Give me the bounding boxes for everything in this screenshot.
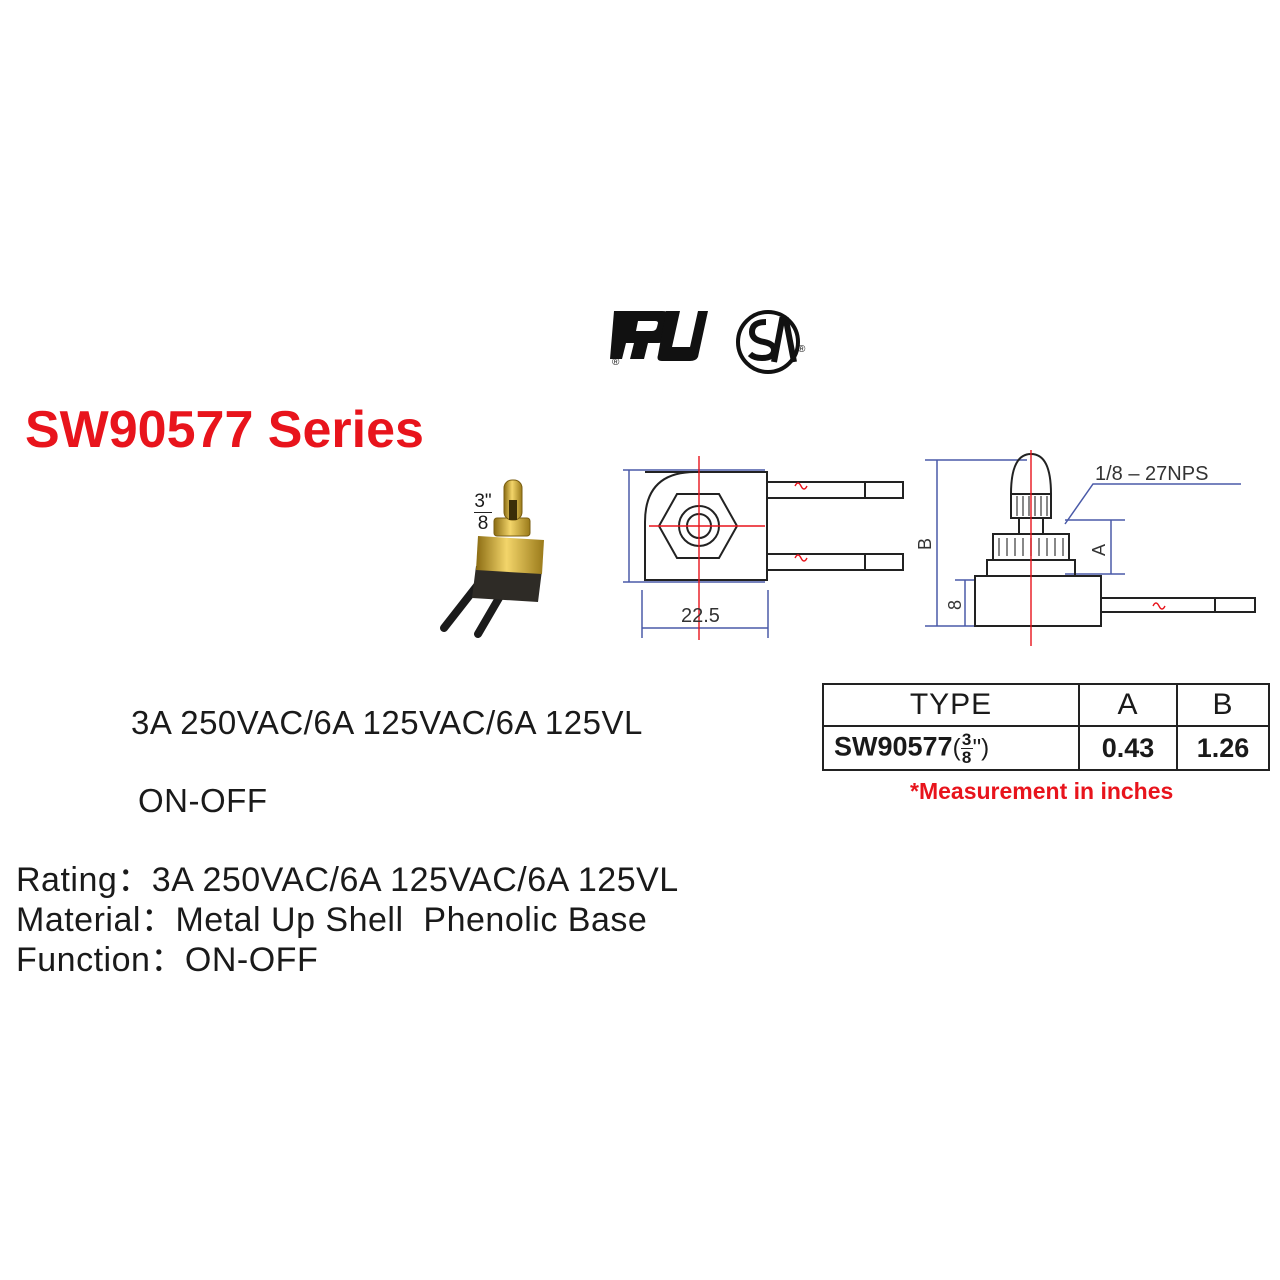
- header-b: B: [1176, 683, 1270, 727]
- csa-logo: ®: [736, 310, 806, 374]
- measurement-note: *Measurement in inches: [910, 778, 1174, 804]
- size-label-numerator: 3": [474, 491, 492, 512]
- dimension-a-label: A: [1089, 544, 1109, 556]
- rating-summary: 3A 250VAC/6A 125VAC/6A 125VL: [131, 704, 643, 741]
- detail-material: Material：Metal Up Shell Phenolic Base: [16, 901, 648, 939]
- detail-rating: Rating：3A 250VAC/6A 125VAC/6A 125VL: [16, 861, 679, 899]
- svg-text:®: ®: [798, 344, 806, 355]
- size-label-denominator: 8: [477, 513, 489, 534]
- detail-function: Function：ON-OFF: [16, 941, 319, 979]
- svg-text:®: ®: [612, 357, 620, 367]
- cell-b: 1.26: [1176, 725, 1270, 771]
- dimension-b-label: B: [915, 538, 935, 550]
- details-block: Rating：3A 250VAC/6A 125VAC/6A 125VL Mate…: [16, 860, 679, 980]
- size-label: 3" 8: [472, 492, 494, 533]
- series-title: SW90577 Series: [25, 401, 424, 459]
- ul-recognized-logo: ®: [610, 311, 708, 367]
- dimension-base-label: 8: [945, 600, 965, 610]
- front-view-drawing: 22.5: [623, 456, 904, 640]
- switch-product-photo: [440, 479, 544, 638]
- side-view-drawing: 1/8 – 27NPS B A 8: [915, 450, 1256, 646]
- width-dimension-label: 22.5: [681, 605, 720, 627]
- header-type: TYPE: [822, 683, 1080, 727]
- header-a: A: [1078, 683, 1178, 727]
- table-header-row: TYPE A B: [822, 683, 1270, 727]
- function-summary: ON-OFF: [138, 782, 268, 819]
- thread-spec-label: 1/8 – 27NPS: [1095, 463, 1208, 485]
- cell-a: 0.43: [1078, 725, 1178, 771]
